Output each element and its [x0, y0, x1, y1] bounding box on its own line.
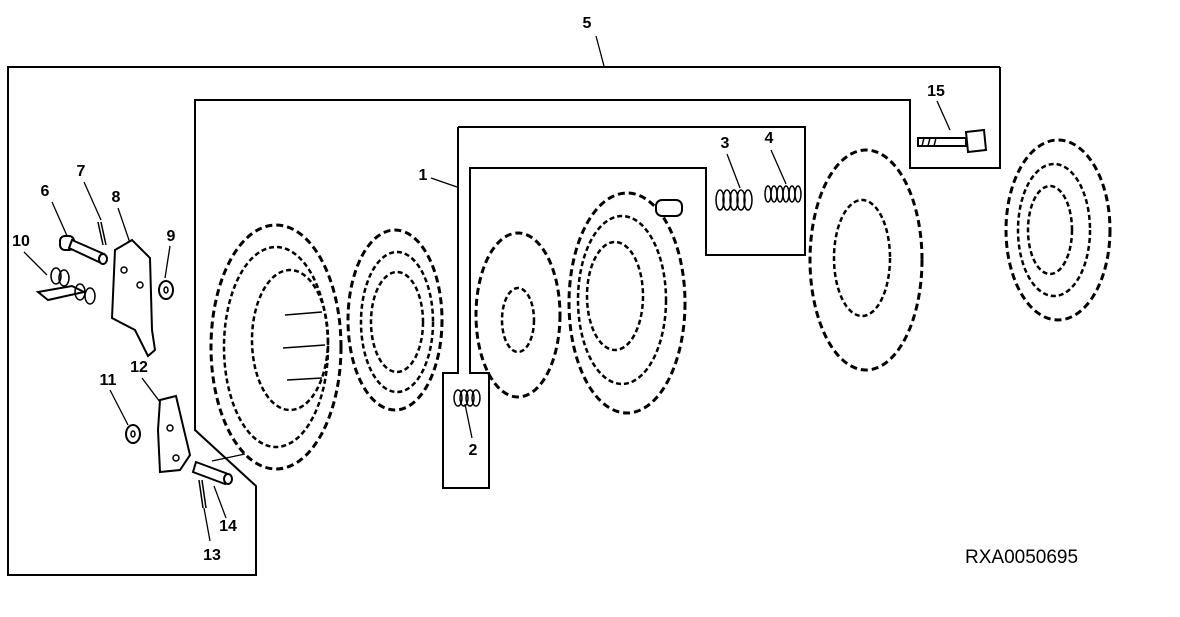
friction-disc-right: [1004, 138, 1112, 322]
bracket-12: [156, 394, 192, 474]
spring-3: [715, 189, 753, 211]
pin-14: [191, 460, 233, 486]
friction-disc-large: [209, 223, 343, 471]
assembly-frame-1: [442, 126, 806, 489]
washer-9: [158, 280, 174, 300]
bracket-8: [110, 238, 157, 358]
spring-2: [453, 389, 481, 407]
callout-12: 12: [130, 359, 148, 376]
assembly-frame-5: [7, 66, 1001, 576]
spring-4: [764, 185, 802, 203]
small-disc: [474, 231, 562, 399]
callout-15: 15: [927, 83, 945, 100]
callout-13: 13: [203, 547, 221, 564]
callout-4: 4: [765, 130, 774, 147]
callout-9: 9: [167, 228, 176, 245]
pressure-plate: [346, 228, 444, 412]
callout-2: 2: [469, 442, 478, 459]
bolt-15: [917, 128, 988, 154]
callout-5: 5: [583, 15, 592, 32]
callout-1: 1: [419, 167, 428, 184]
callout-6: 6: [41, 183, 50, 200]
cotter-pin-7: [97, 221, 107, 246]
washer-11: [125, 424, 141, 444]
cotter-pin-13: [198, 479, 207, 509]
spring-bracket-10: [35, 267, 96, 305]
callout-14: 14: [219, 518, 237, 535]
callout-3: 3: [721, 135, 730, 152]
callout-11: 11: [100, 372, 117, 389]
pin-6: [59, 235, 108, 265]
callout-8: 8: [112, 189, 121, 206]
lobed-plate: [808, 148, 924, 372]
leader-lines: [23, 35, 951, 542]
callout-10: 10: [12, 233, 30, 250]
callout-7: 7: [77, 163, 86, 180]
reference-code: RXA0050695: [965, 547, 1078, 568]
hub-disc: [567, 191, 687, 415]
